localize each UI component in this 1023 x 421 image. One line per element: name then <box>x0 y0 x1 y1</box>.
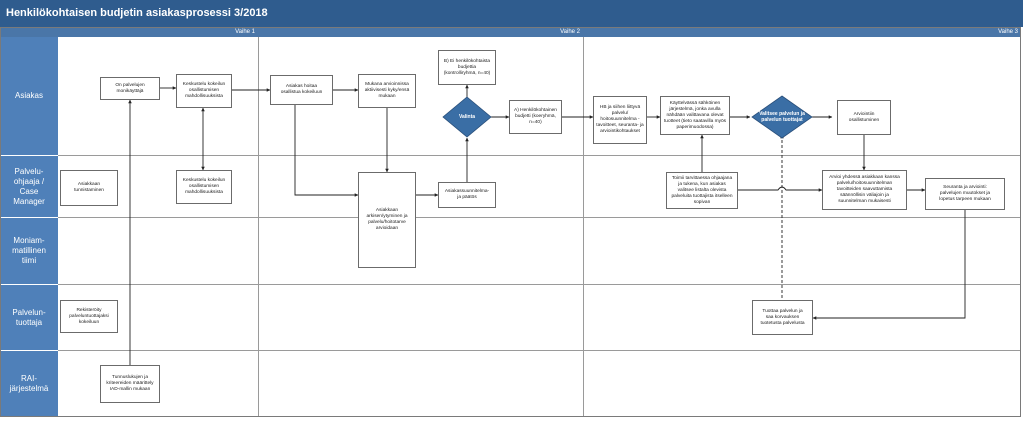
lane-asiakas <box>58 37 1020 156</box>
rekisteroity-box: Rekisteröity palveluntuottajaksi kokeilu… <box>60 300 118 333</box>
phase-1-header: Vaihe 1 <box>0 27 258 37</box>
kayttaa-jarjestelma-box: Käyttelvässä sähköinen järjestelmä, jonk… <box>660 96 730 135</box>
phase-divider-1 <box>258 37 259 417</box>
diagram-title: Henkilökohtaisen budjetin asiakasprosess… <box>0 0 1023 27</box>
lane-palveluohjaaja <box>58 156 1020 218</box>
tuottaa-palvelun-box: Tuottaa palvelun ja saa korvauksen tuote… <box>752 300 813 335</box>
arvioi-yhdessa-box: Arvioi yhdessä asiakkaan kanssa palvelu/… <box>822 170 907 210</box>
asiakkaan-tunnistaminen-box: Asiakkaan tunnistaminen <box>60 170 118 206</box>
henkilokohtainen-budjetti-box: A) Henkilökohtainen budjetti (koeryhmä, … <box>509 100 562 134</box>
asiakkaan-arvio-box: Asiakkaan arkisen/ytyminen ja palvelu/ho… <box>358 172 416 268</box>
toimii-ohjaajana-box: Toimii tarvittaessa ohjaajana ja tukena,… <box>666 172 738 209</box>
lane-moniammatillinen <box>58 218 1020 285</box>
lane-label-moniammatillinen: Moniam- matillinen tiimi <box>0 218 58 285</box>
phase-2-header: Vaihe 2 <box>258 27 583 37</box>
on-palvelujen-box: On palvelujen monikäyttäjä <box>100 77 160 100</box>
asiakassuunnitelma-box: Asiakassuunnitelma- ja päätös <box>438 182 496 208</box>
phase-divider-2 <box>583 37 584 417</box>
seuranta-arviointi-box: Seuranta ja arviointi: palvelujen muutok… <box>925 178 1005 210</box>
ei-henkilokohtaista-box: B) Ei henkilökohtaista budjettia (kontro… <box>438 50 496 85</box>
arviointiin-osallistuminen-box: Arviointiin osallistuminen <box>837 100 891 135</box>
connector-seuranta-tuottaa <box>812 210 966 320</box>
valitsee-decision-label: Valitsee palvelun ja palvelun tuottajat <box>759 111 805 123</box>
valinta-decision-label: Valinta <box>458 114 476 120</box>
phase-3-header: Vaihe 3 <box>583 27 1021 37</box>
hb-ja-suunnitelma-box: HB ja siihen liittyvä palvelu/ hoitosuun… <box>593 96 647 144</box>
connector-toimii-arvioi <box>738 186 823 192</box>
lane-label-asiakas: Asiakas <box>0 37 58 156</box>
keskustelu-ohjaaja-box: Keskustelu kokeilun osallistumisen mahdo… <box>176 170 232 204</box>
valitsee-diamond-shape <box>751 95 813 139</box>
lane-label-palveluohjaaja: Palvelu- ohjaaja / Case Manager <box>0 156 58 218</box>
tunnuslukujen-box: Tunnuslukujen ja kriteereiden määrittely… <box>100 365 160 403</box>
asiakas-hoitaa-box: Asiakas hoitaa osallistua kokeiluun <box>270 75 333 105</box>
mukana-arvioinnissa-box: Mukana arvioinnissa aktiivisesti kyky/en… <box>358 74 416 108</box>
lane-label-palveluntuottaja: Palvelun- tuottaja <box>0 285 58 351</box>
valinta-diamond-shape <box>442 96 492 138</box>
keskustelu-asiakas-box: Keskustelu kokeilun osallistumisen mahdo… <box>176 74 232 108</box>
lane-label-rai: RAI- järjestelmä <box>0 351 58 417</box>
lane-palveluntuottaja <box>58 285 1020 351</box>
connector-hoitaa-arkiset <box>294 105 359 197</box>
